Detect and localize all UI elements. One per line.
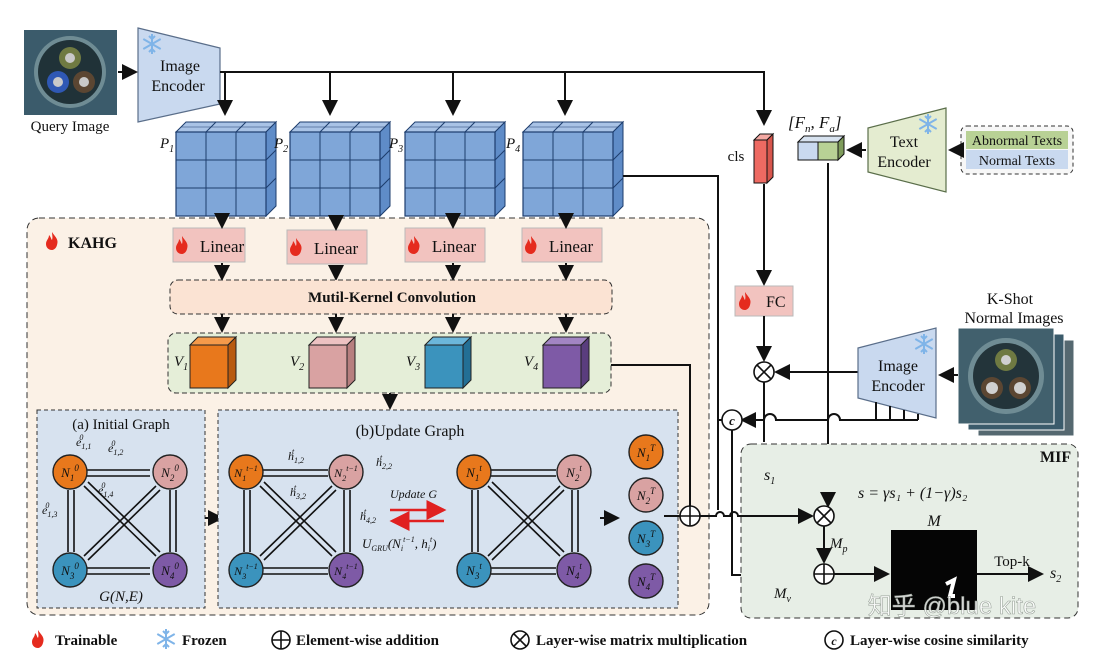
svg-text:Linear: Linear xyxy=(549,237,594,256)
mv-label: Mv xyxy=(773,586,792,605)
linear-box-2: Linear xyxy=(286,229,368,265)
s1-label: s1 xyxy=(764,467,775,487)
update-graph-edges-right xyxy=(471,469,579,575)
svg-text:Linear: Linear xyxy=(200,237,245,256)
add-node-mif xyxy=(813,563,835,585)
initial-graph-edges xyxy=(67,469,177,575)
legend-trainable-icon xyxy=(32,630,44,648)
svg-text:Linear: Linear xyxy=(432,237,477,256)
cosine-node: c xyxy=(721,409,743,431)
linear-box-4: Linear xyxy=(521,227,603,263)
text-feature-label: [Fn, Fa] xyxy=(788,113,842,135)
v3-label: V3 xyxy=(406,354,420,373)
feature-grid-p1 xyxy=(175,121,277,217)
feature-grid-p2 xyxy=(289,121,391,217)
update-label: Update G xyxy=(390,487,437,501)
legend-add: Element-wise addition xyxy=(296,633,440,649)
kshot-label-line2: Normal Images xyxy=(964,310,1063,327)
s2-label: s2 xyxy=(1050,565,1061,585)
image-encoder-bottom-line1: Image xyxy=(878,358,918,375)
text-feature-token xyxy=(796,134,846,162)
feature-grid-p3 xyxy=(404,121,506,217)
m-label: M xyxy=(926,513,942,530)
svg-text:c: c xyxy=(729,413,735,428)
text-encoder-line2: Encoder xyxy=(877,154,931,171)
initial-graph-title: (a) Initial Graph xyxy=(72,417,170,433)
text-encoder xyxy=(867,107,947,193)
p1-label: P1 xyxy=(159,136,174,155)
v2-label: V2 xyxy=(290,354,304,373)
p2-label: P2 xyxy=(273,136,288,155)
mkc-box xyxy=(169,279,613,315)
v4-cube xyxy=(541,335,591,390)
image-encoder-top-line1: Image xyxy=(160,58,200,75)
mif-title: MIF xyxy=(1040,449,1071,466)
update-graph-edges-left xyxy=(243,469,351,575)
linear-box-3: Linear xyxy=(404,227,486,263)
normal-texts: Normal Texts xyxy=(979,154,1055,169)
svg-text:N1T: N1T xyxy=(636,443,656,463)
legend-trainable: Trainable xyxy=(55,633,118,649)
kshot-label-line1: K-Shot xyxy=(987,291,1034,308)
svg-text:c: c xyxy=(831,634,837,648)
text-encoder-line1: Text xyxy=(890,134,919,151)
mult-node-top xyxy=(753,361,775,383)
v2-cube xyxy=(307,335,357,390)
feature-grid-p4 xyxy=(522,121,624,217)
p4-label: P4 xyxy=(505,136,520,155)
svg-text:N2T: N2T xyxy=(636,486,656,506)
p3-label: P3 xyxy=(388,136,403,155)
normal-texts-bg xyxy=(966,150,1068,169)
anomaly-map-spot xyxy=(945,576,957,598)
gru-label: UGRU(Nit−1, hit) xyxy=(362,535,437,553)
legend-mult: Layer-wise matrix multiplication xyxy=(536,633,748,649)
linear-box-1: Linear xyxy=(172,227,246,263)
abnormal-texts-bg xyxy=(966,131,1068,149)
image-encoder-bottom-line2: Encoder xyxy=(871,378,925,395)
cls-label: cls xyxy=(728,149,745,165)
update-graph-nodes-left: N1t−1 N2t−1 N3t−1 N4t−1 h1,2t h2,2t h3,2… xyxy=(228,447,392,588)
kshot-images xyxy=(957,327,1075,437)
svg-text:Linear: Linear xyxy=(314,239,359,258)
watermark: 知乎 @blue kite xyxy=(868,593,1036,620)
abnormal-texts: Abnormal Texts xyxy=(972,134,1062,149)
image-encoder-top-line2: Encoder xyxy=(151,78,205,95)
v4-label: V4 xyxy=(524,354,538,373)
legend-frozen: Frozen xyxy=(182,633,227,649)
legend-cos-icon: c xyxy=(824,630,844,650)
query-image-label: Query Image xyxy=(31,119,110,135)
anomaly-map xyxy=(891,530,977,610)
update-graph-title: (b)Update Graph xyxy=(356,423,465,440)
topk-label: Top-k xyxy=(994,554,1030,570)
mif-formula: s = γs₁ + (1−γ)s₂ xyxy=(858,485,968,502)
query-image xyxy=(24,30,117,115)
legend-cos: Layer-wise cosine similarity xyxy=(850,633,1029,649)
mult-node-mif xyxy=(813,505,835,527)
v-box xyxy=(167,332,612,394)
legend-mult-icon xyxy=(510,630,530,650)
output-nodes: N1T N2T N3T N4T xyxy=(628,434,664,599)
svg-text:N3T: N3T xyxy=(636,529,656,549)
kahg-title: KAHG xyxy=(68,235,117,252)
svg-text:N4T: N4T xyxy=(636,572,656,592)
v1-label: V1 xyxy=(174,354,188,373)
mp-label: Mp xyxy=(829,536,848,555)
update-graph-nodes-right: N1t N2t N3t N4t xyxy=(456,454,592,588)
v3-cube xyxy=(423,335,473,390)
legend-add-icon xyxy=(271,630,291,650)
encoder-bottom-taps xyxy=(740,402,919,428)
update-graph-box xyxy=(217,409,679,609)
initial-graph-caption: G(N,E) xyxy=(99,589,143,605)
v1-cube xyxy=(188,335,238,390)
legend-frozen-icon xyxy=(156,628,176,650)
mkc-label: Mutil-Kernel Convolution xyxy=(308,290,477,306)
fc-label: FC xyxy=(766,294,786,311)
add-node-kahg xyxy=(679,505,701,527)
image-encoder-bottom xyxy=(857,327,937,419)
